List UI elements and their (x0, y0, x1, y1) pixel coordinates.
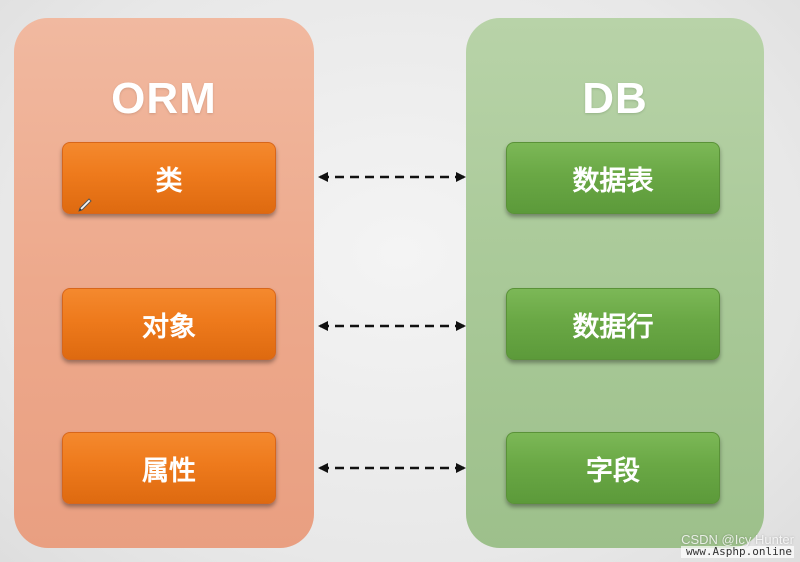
orm-panel: ORM 类 对象 属性 (14, 18, 314, 548)
orm-item-object: 对象 (62, 288, 276, 360)
orm-item-attribute: 属性 (62, 432, 276, 504)
pencil-cursor-icon (78, 198, 92, 212)
orm-title: ORM (111, 74, 217, 123)
orm-item-class: 类 (62, 142, 276, 214)
watermark-site: www.Asphp.online (681, 546, 794, 558)
db-title: DB (582, 74, 648, 123)
db-panel: DB 数据表 数据行 字段 (466, 18, 764, 548)
db-item-field: 字段 (506, 432, 720, 504)
watermark-author: CSDN @Icy Hunter (681, 531, 794, 547)
db-item-table: 数据表 (506, 142, 720, 214)
watermark: CSDN @Icy Hunter www.Asphp.online (681, 533, 794, 558)
db-item-row: 数据行 (506, 288, 720, 360)
